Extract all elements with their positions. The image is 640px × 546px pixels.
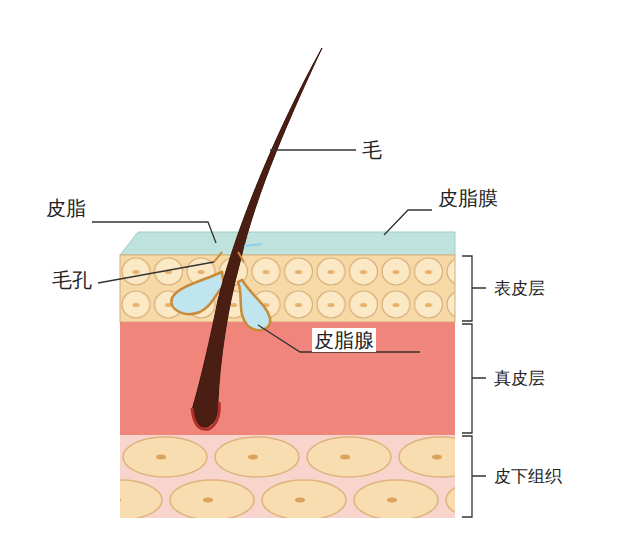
fat-cell <box>446 480 455 518</box>
fat-nucleus <box>387 498 397 503</box>
fat-cell <box>354 480 438 518</box>
fat-nucleus <box>248 455 258 460</box>
fat-nucleus <box>295 498 305 503</box>
fat-nucleus <box>203 498 213 503</box>
sebum-film-label: 皮脂膜 <box>436 186 500 210</box>
fat-nucleus <box>120 498 121 503</box>
sebaceous-gland-label: 皮脂腺 <box>312 328 376 352</box>
fat-nucleus <box>340 455 350 460</box>
layer-label: 表皮层 <box>492 278 547 298</box>
fat-cell <box>170 480 254 518</box>
fat-nucleus <box>156 455 166 460</box>
layer-label: 皮下组织 <box>492 466 564 486</box>
fat-cell <box>307 437 391 477</box>
fat-nucleus <box>432 455 442 460</box>
layer-label: 真皮层 <box>492 368 547 388</box>
sebum-label: 皮脂 <box>44 196 88 220</box>
fat-cell <box>262 480 346 518</box>
hair-label: 毛 <box>360 138 384 162</box>
fat-cell <box>399 437 455 477</box>
fat-cells <box>120 437 455 518</box>
pore-label: 毛孔 <box>50 268 94 292</box>
fat-cell <box>215 437 299 477</box>
fat-cell <box>120 480 162 518</box>
fat-cell <box>123 437 207 477</box>
